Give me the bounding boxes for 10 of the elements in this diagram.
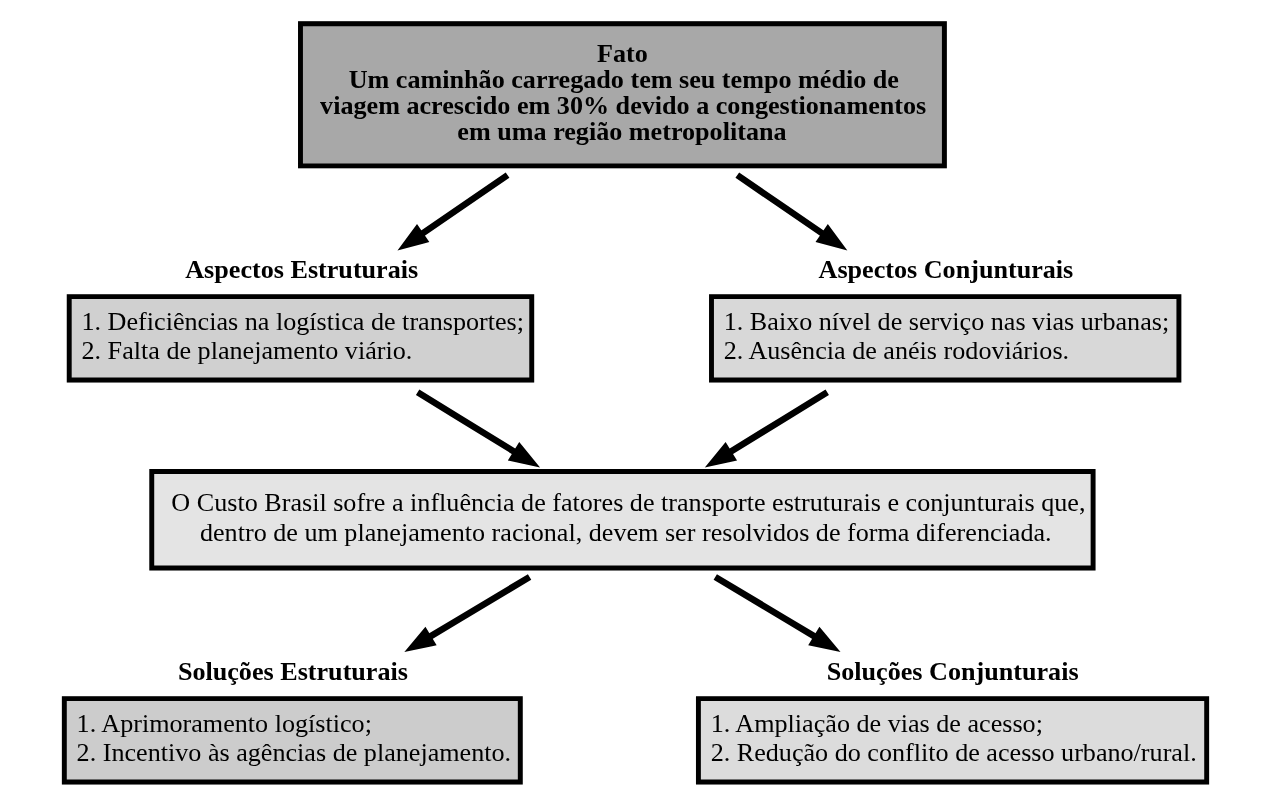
- arrow: [713, 574, 840, 652]
- arrow: [704, 389, 829, 468]
- node-label: Aspectos Estruturais: [184, 254, 418, 284]
- arrow: [403, 574, 531, 652]
- arrow: [415, 389, 540, 468]
- node-label: Soluções Estruturais: [177, 656, 408, 686]
- node-label: Aspectos Conjunturais: [818, 254, 1073, 284]
- node-label: Soluções Conjunturais: [826, 656, 1079, 686]
- arrow: [396, 172, 509, 251]
- arrow: [734, 172, 847, 251]
